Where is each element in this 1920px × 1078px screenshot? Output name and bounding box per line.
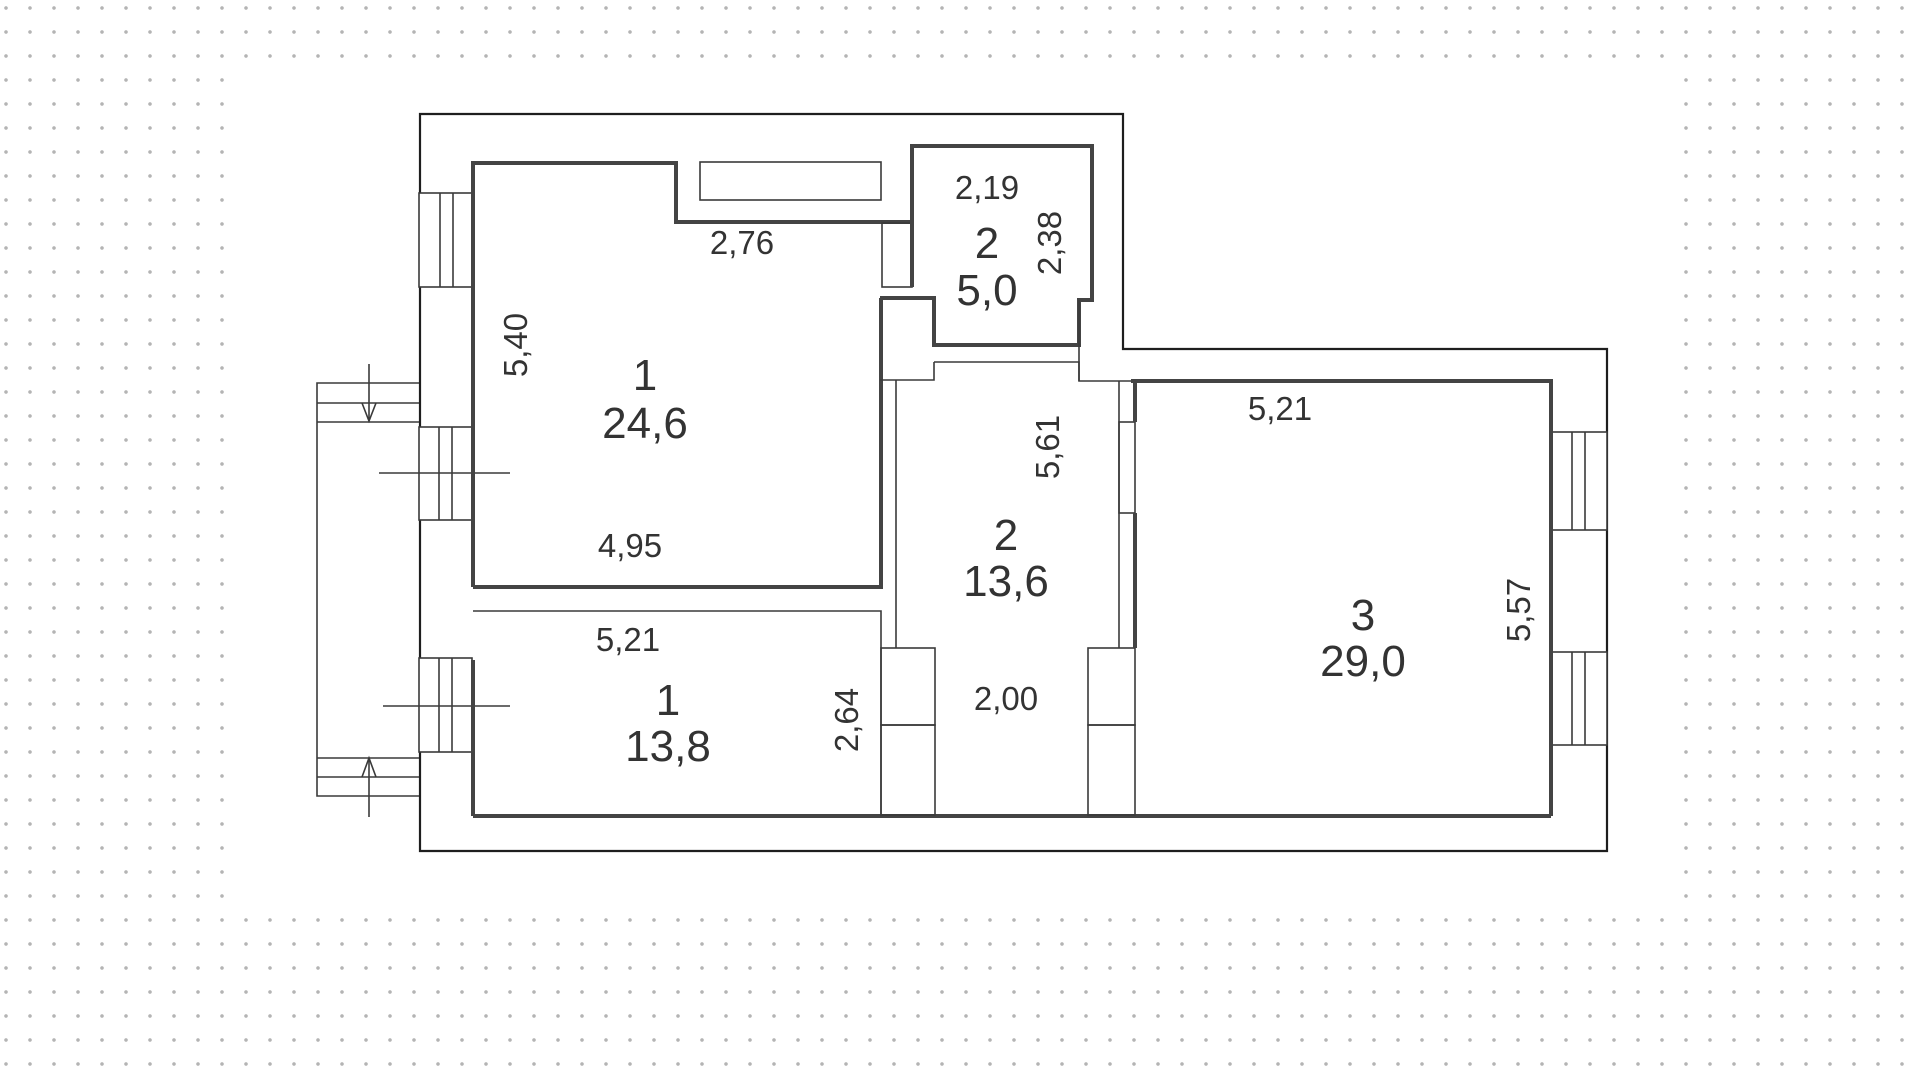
dim-room2small-top: 2,19 — [955, 169, 1019, 206]
room-1-large-walls — [471, 161, 912, 587]
window-room3-bottom — [1550, 651, 1608, 746]
window-room1-top — [418, 192, 474, 288]
room2small-number: 2 — [975, 219, 999, 268]
arrow-down-icon — [361, 364, 377, 424]
room1-area: 24,6 — [602, 399, 688, 448]
door-frame-lower-right — [1087, 647, 1136, 816]
door-frame-lower-left — [880, 647, 936, 816]
corridor-area: 13,6 — [963, 557, 1049, 606]
dim-room1lower-top: 5,21 — [596, 621, 660, 658]
room3-number: 3 — [1351, 591, 1375, 640]
room1lower-area: 13,8 — [625, 722, 711, 771]
dim-room3-top: 5,21 — [1248, 390, 1312, 427]
room1lower-number: 1 — [656, 676, 680, 725]
outer-wall-outline — [418, 112, 1609, 853]
door-room3 — [1118, 421, 1136, 514]
room1-number: 1 — [633, 351, 657, 400]
dim-corridor-bottom: 2,00 — [974, 680, 1038, 717]
corridor-number: 2 — [994, 511, 1018, 560]
dim-room1-bottom: 4,95 — [598, 527, 662, 564]
room2small-area: 5,0 — [956, 266, 1017, 315]
dim-corridor-right: 5,61 — [1029, 415, 1066, 479]
arrow-up-icon — [361, 755, 377, 817]
dim-room2small-right: 2,38 — [1031, 211, 1068, 275]
dim-room1-left: 5,40 — [497, 313, 534, 377]
dim-room3-right: 5,57 — [1500, 578, 1537, 642]
window-room3-top — [1550, 431, 1608, 531]
radiator — [699, 161, 882, 201]
dim-room1-top: 2,76 — [710, 224, 774, 261]
balcony — [316, 364, 419, 817]
room3-area: 29,0 — [1320, 637, 1406, 686]
window-lower-room — [383, 657, 510, 753]
room-3-walls — [1131, 379, 1553, 816]
dim-room1lower-right: 2,64 — [828, 688, 865, 752]
